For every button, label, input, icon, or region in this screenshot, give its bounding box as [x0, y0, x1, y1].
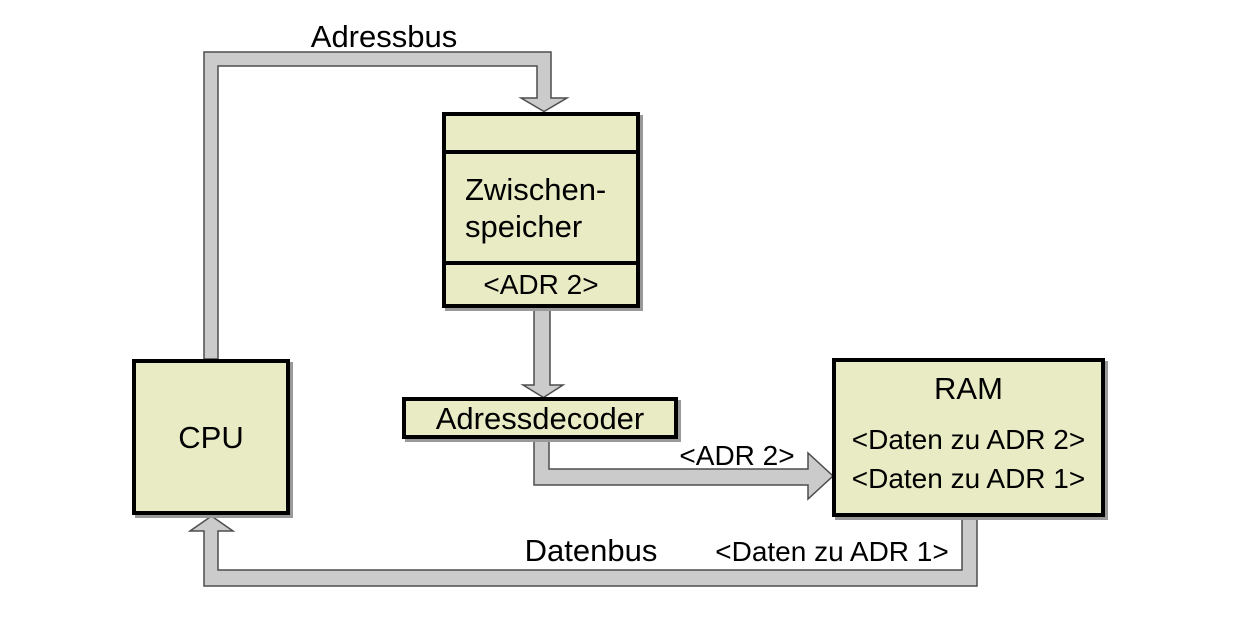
- cpu-label: CPU: [178, 419, 244, 455]
- adr2-bus-value-label: <ADR 2>: [679, 440, 795, 471]
- datenbus-arrow: [187, 513, 978, 587]
- zwischenspeicher-box: Zwischen- speicher <ADR 2>: [442, 112, 640, 308]
- zwischenspeicher-register-slot: <ADR 2>: [446, 265, 636, 304]
- adressbus-label: Adressbus: [310, 19, 458, 54]
- ram-box: RAM <Daten zu ADR 2> <Daten zu ADR 1>: [832, 358, 1105, 517]
- adressbus-arrow: [203, 51, 570, 360]
- zwischenspeicher-to-adressdecoder-arrow: [520, 303, 566, 399]
- adressdecoder-label: Adressdecoder: [435, 400, 645, 436]
- datenbus-label: Datenbus: [524, 533, 658, 568]
- ram-title: RAM: [934, 371, 1003, 406]
- zwischenspeicher-register-value: <ADR 2>: [483, 268, 599, 300]
- cpu-box: CPU: [132, 359, 290, 515]
- adressdecoder-box: Adressdecoder: [402, 397, 678, 439]
- zwischenspeicher-empty-slot: [446, 116, 636, 154]
- ram-cell-adr2: <Daten zu ADR 2>: [851, 424, 1086, 455]
- zwischenspeicher-title-line2: speicher: [465, 208, 583, 244]
- adressdecoder-to-ram-arrow: [533, 435, 835, 501]
- zwischenspeicher-title: Zwischen- speicher: [446, 154, 636, 265]
- daten-zu-adr1-bus-value-label: <Daten zu ADR 1>: [715, 536, 949, 567]
- zwischenspeicher-title-line1: Zwischen-: [465, 171, 607, 207]
- ram-cell-adr1: <Daten zu ADR 1>: [851, 463, 1086, 494]
